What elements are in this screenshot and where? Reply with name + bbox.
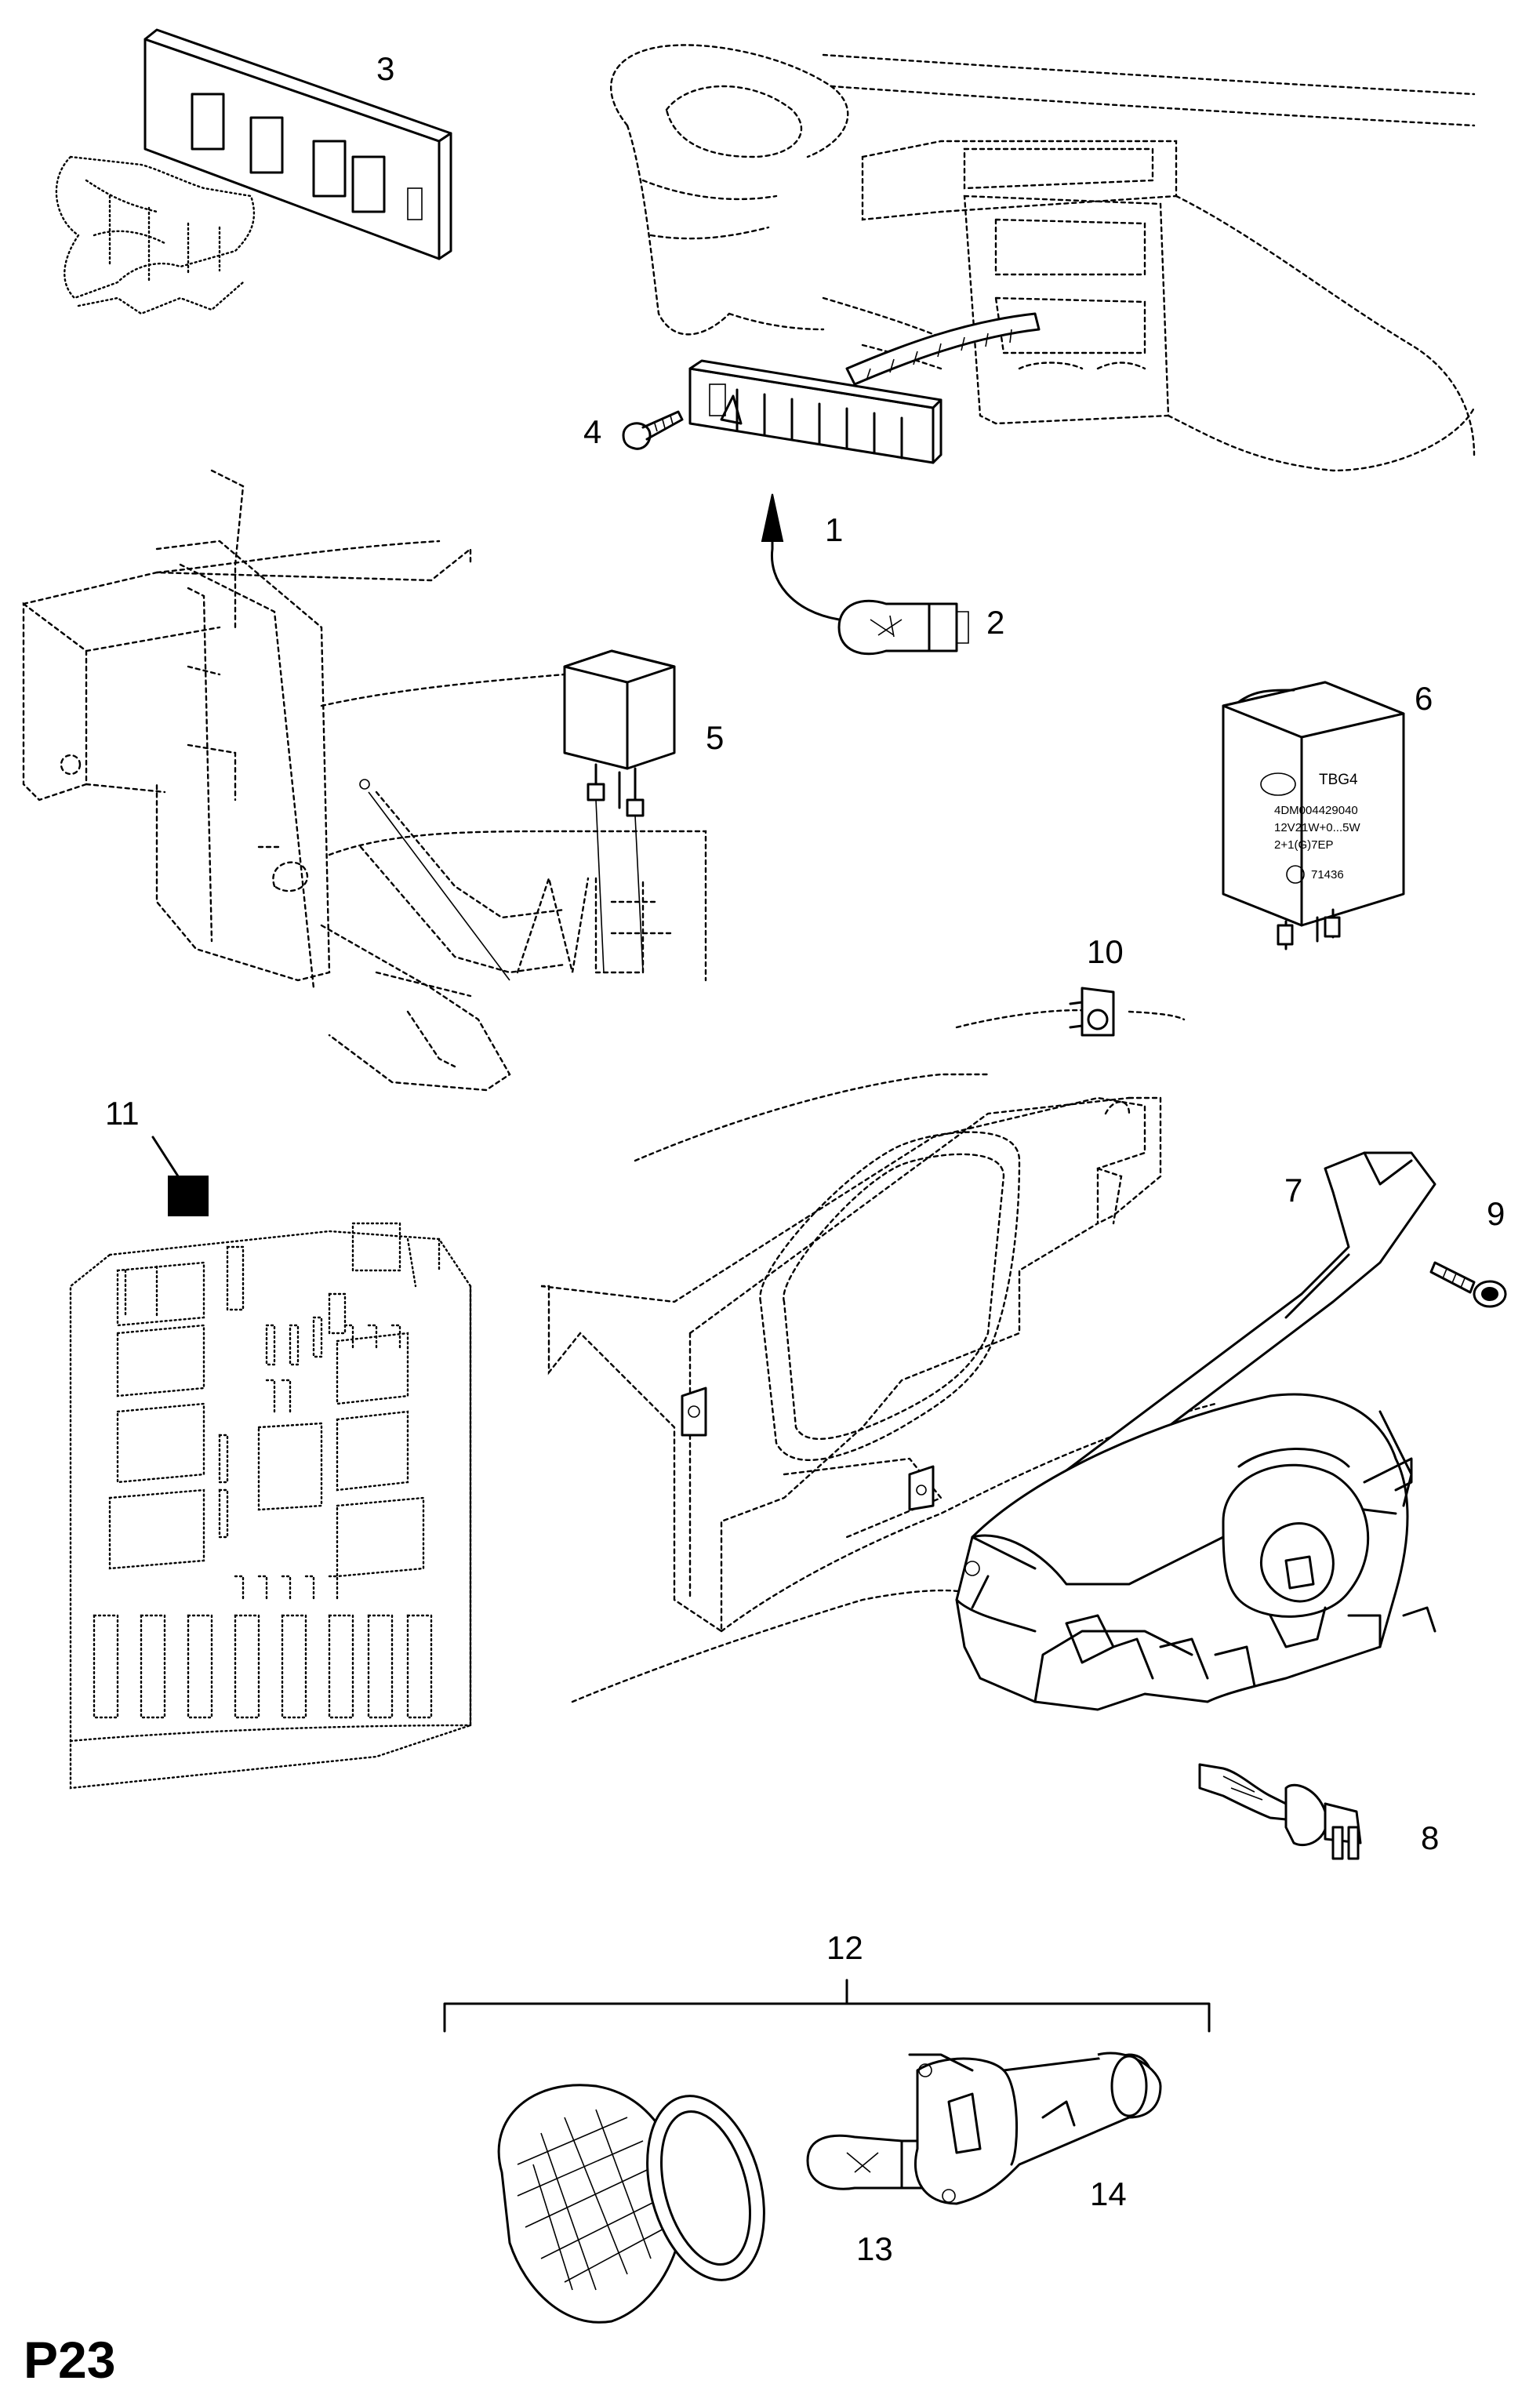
callout-8: 8 [1421, 1819, 1439, 1856]
relay-part-5 [563, 649, 676, 973]
callout-13: 13 [856, 2230, 893, 2267]
switch-strip-part-1 [688, 359, 943, 464]
assembly-12-bracket [443, 1979, 1211, 2033]
screw-part-4 [622, 410, 684, 450]
flasher-relay-part-6: TBG4 4DM004429040 12V21W+0...5W 2+1(G)7E… [1222, 681, 1405, 950]
callout-5: 5 [706, 719, 724, 756]
switch-panel-part-3 [55, 28, 452, 315]
callout-4: 4 [583, 413, 601, 450]
bulb-part-2 [837, 599, 969, 656]
callout-14: 14 [1090, 2175, 1127, 2212]
relay-label-line1: TBG4 [1319, 772, 1358, 788]
dashboard-outline [609, 44, 1476, 472]
relay-label-line3: 12V21W+0...5W [1274, 821, 1360, 834]
assembly-arrow [761, 493, 841, 621]
leader-11 [151, 1136, 190, 1194]
callout-9: 9 [1487, 1195, 1505, 1232]
callout-7: 7 [1284, 1172, 1302, 1208]
callout-10: 10 [1087, 933, 1124, 970]
page-code: P23 [24, 2331, 115, 2389]
relay-label-line4: 2+1(G)7EP [1274, 838, 1333, 852]
callout-11: 11 [105, 1095, 140, 1132]
bulb-holder-part-14 [908, 2052, 1162, 2205]
relay-label-line2: 4DM004429040 [1274, 804, 1358, 817]
clip-part-10 [955, 987, 1186, 1037]
headlamp-part-7 [955, 1151, 1436, 1711]
screw-part-9 [1429, 1261, 1507, 1308]
fuse-box-part-11 [69, 1176, 472, 1790]
callout-3: 3 [376, 50, 394, 87]
callout-2: 2 [986, 604, 1004, 641]
side-lamp-bulb-part-13 [806, 2134, 931, 2190]
callout-6: 6 [1415, 680, 1433, 717]
relay-label-line5: 71436 [1311, 868, 1344, 881]
callout-1: 1 [825, 511, 843, 548]
callout-12: 12 [826, 1929, 863, 1966]
bracket-assembly [22, 469, 707, 1092]
front-panel-outline [540, 1073, 1217, 1703]
side-lamp-seal [646, 2095, 765, 2281]
halogen-bulb-part-8 [1198, 1763, 1362, 1860]
